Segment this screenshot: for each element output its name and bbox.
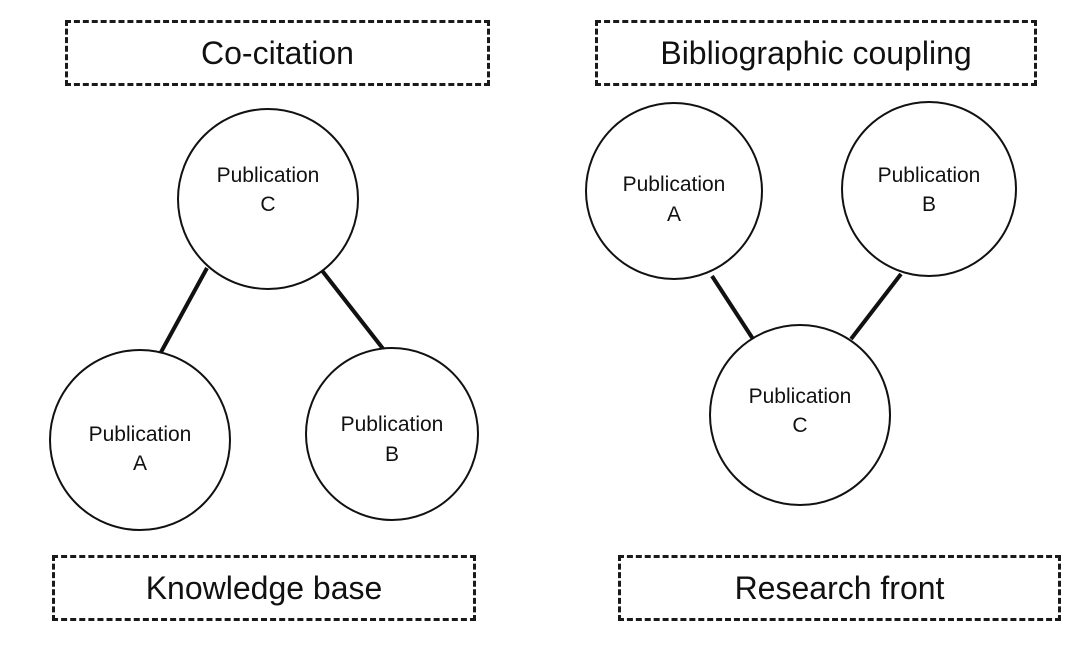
edge-coupling-b-c xyxy=(849,272,903,341)
co-citation-node-b-letter: B xyxy=(384,443,399,466)
co-citation-node-a: Publication A xyxy=(49,349,231,531)
co-citation-node-a-label: Publication xyxy=(88,423,192,446)
edge-coupling-a-c xyxy=(710,274,755,341)
coupling-node-a: Publication A xyxy=(585,102,763,280)
co-citation-node-c-label: Publication xyxy=(216,164,320,187)
coupling-footer-box: Research front xyxy=(618,555,1061,621)
coupling-footer: Research front xyxy=(734,570,945,606)
coupling-node-c-label: Publication xyxy=(748,385,852,408)
co-citation-title: Co-citation xyxy=(201,35,354,71)
coupling-node-c-letter: C xyxy=(792,414,808,437)
co-citation-node-b-label: Publication xyxy=(340,413,444,436)
coupling-node-a-letter: A xyxy=(666,203,681,226)
coupling-node-b: Publication B xyxy=(841,101,1017,277)
co-citation-footer-box: Knowledge base xyxy=(52,555,476,621)
co-citation-node-c-letter: C xyxy=(260,193,276,216)
co-citation-footer: Knowledge base xyxy=(145,570,383,606)
coupling-node-b-letter: B xyxy=(921,193,936,216)
co-citation-node-a-letter: A xyxy=(132,452,147,475)
coupling-title: Bibliographic coupling xyxy=(660,35,972,71)
coupling-node-c: Publication C xyxy=(709,324,891,506)
co-citation-node-c: Publication C xyxy=(177,108,359,290)
coupling-title-box: Bibliographic coupling xyxy=(595,20,1037,86)
coupling-node-b-label: Publication xyxy=(877,164,981,187)
co-citation-node-b: Publication B xyxy=(305,347,479,521)
co-citation-title-box: Co-citation xyxy=(65,20,490,86)
coupling-node-a-label: Publication xyxy=(622,173,726,196)
edge-cocitation-c-b xyxy=(318,266,386,352)
edge-cocitation-c-a xyxy=(158,267,209,355)
